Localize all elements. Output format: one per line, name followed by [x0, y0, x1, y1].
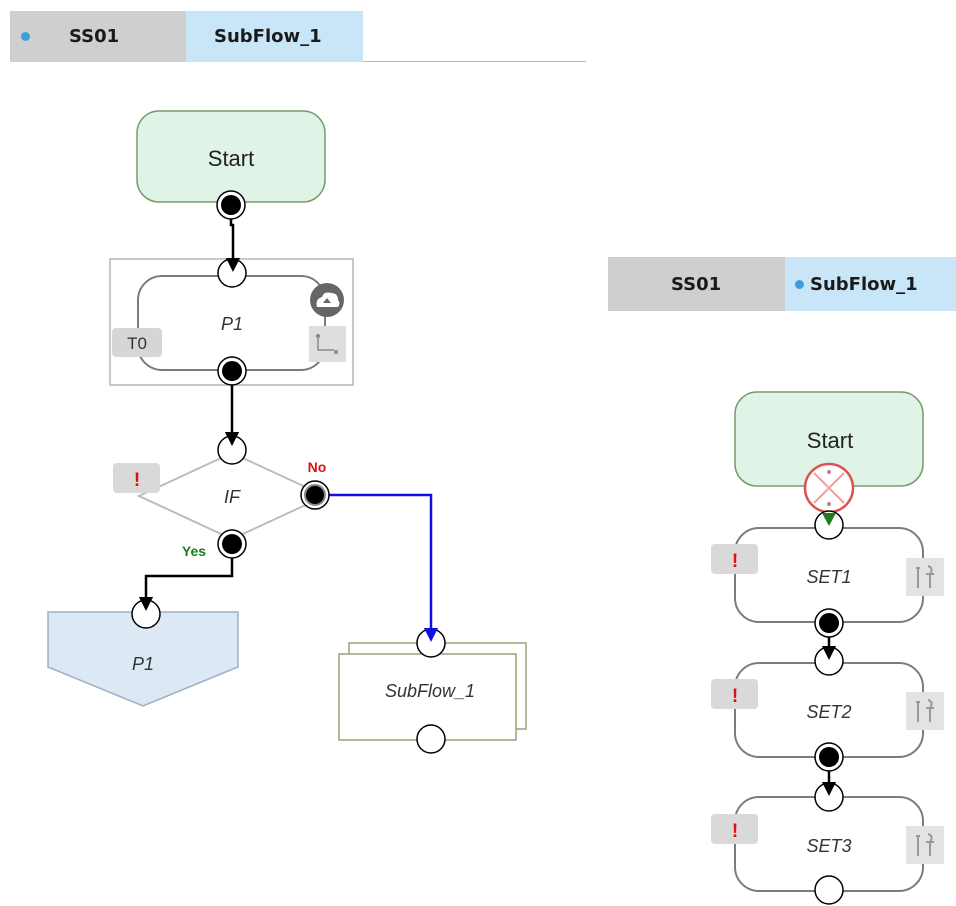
- tools-icon[interactable]: [906, 558, 944, 596]
- set-node-set1[interactable]: SET1: [734, 527, 924, 623]
- set3-label: SET3: [806, 836, 851, 856]
- connector-icon[interactable]: [309, 326, 346, 362]
- t0-badge-label: T0: [127, 334, 147, 353]
- if-label: IF: [224, 487, 241, 507]
- warning-icon: !: [732, 686, 738, 707]
- warning-badge[interactable]: !: [113, 463, 160, 493]
- output-port-yes[interactable]: [217, 529, 247, 559]
- tools-icon[interactable]: [906, 826, 944, 864]
- warning-badge[interactable]: !: [711, 814, 758, 844]
- set1-label: SET1: [806, 567, 851, 587]
- start-label: Start: [208, 146, 254, 171]
- tools-icon[interactable]: [906, 692, 944, 730]
- tab-label: SS01: [69, 26, 120, 47]
- output-port[interactable]: [814, 608, 844, 638]
- t0-badge: [112, 328, 162, 357]
- edge-if-subflow: [315, 493, 438, 642]
- end-node-p1[interactable]: P1: [47, 611, 239, 707]
- yes-label: Yes: [182, 543, 206, 559]
- decision-node-if[interactable]: IF: [136, 451, 328, 541]
- end-p1-label: P1: [132, 654, 154, 674]
- subflow-label: SubFlow_1: [385, 681, 475, 701]
- warning-icon: !: [732, 821, 738, 842]
- output-port[interactable]: [216, 190, 246, 220]
- tab-label: SS01: [671, 273, 722, 295]
- active-dot-icon: [795, 279, 804, 289]
- p1-label: P1: [221, 314, 243, 334]
- tab-bar-divider: [363, 61, 586, 62]
- output-port[interactable]: [814, 875, 844, 905]
- tab-subflow-right[interactable]: SubFlow_1: [785, 257, 956, 311]
- warning-icon: !: [134, 470, 140, 491]
- tab-label: SubFlow_1: [810, 273, 918, 295]
- warning-badge[interactable]: !: [711, 679, 758, 709]
- no-label: No: [308, 459, 327, 475]
- tab-label: SubFlow_1: [214, 26, 322, 47]
- set2-label: SET2: [806, 702, 851, 722]
- error-circle-icon[interactable]: [803, 462, 855, 514]
- output-port[interactable]: [814, 742, 844, 772]
- warning-icon: !: [732, 551, 738, 572]
- tab-subflow-left[interactable]: SubFlow_1: [186, 11, 363, 62]
- cloud-upload-icon[interactable]: [310, 283, 344, 317]
- active-dot-icon: [21, 32, 30, 41]
- output-port-no[interactable]: [300, 480, 330, 510]
- output-port[interactable]: [217, 356, 247, 386]
- start-node-right[interactable]: Start: [734, 391, 924, 487]
- tab-ss01-right[interactable]: SS01: [608, 257, 785, 311]
- output-port[interactable]: [416, 724, 446, 754]
- start-label: Start: [807, 428, 853, 453]
- tab-ss01-left[interactable]: SS01: [10, 11, 186, 62]
- warning-badge[interactable]: !: [711, 544, 758, 574]
- start-node[interactable]: Start: [136, 110, 326, 203]
